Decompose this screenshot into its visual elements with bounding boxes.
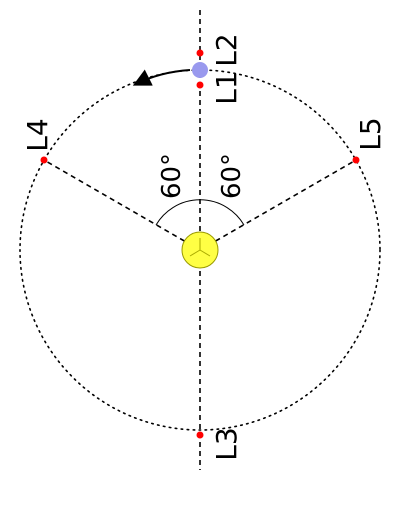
orbit-direction-arrow: [132, 69, 191, 86]
l5-label: L5: [354, 117, 387, 150]
line-to-l4: [43, 159, 201, 251]
l1-point: [196, 81, 204, 89]
l2-label: L2: [210, 33, 243, 66]
l5-point: [352, 156, 360, 164]
l4-label: L4: [21, 118, 54, 151]
angle-label-left: 60°: [157, 153, 187, 199]
l3-point: [196, 431, 204, 439]
l1-label: L1: [210, 71, 243, 104]
l4-point: [40, 156, 48, 164]
angle-label-right: 60°: [217, 153, 247, 199]
l3-label: L3: [210, 427, 243, 460]
line-to-l5: [199, 159, 357, 251]
sun-center-mark: [189, 238, 211, 257]
angle-arc: [155, 199, 245, 226]
l2-point: [196, 49, 204, 57]
planet: [192, 62, 208, 78]
